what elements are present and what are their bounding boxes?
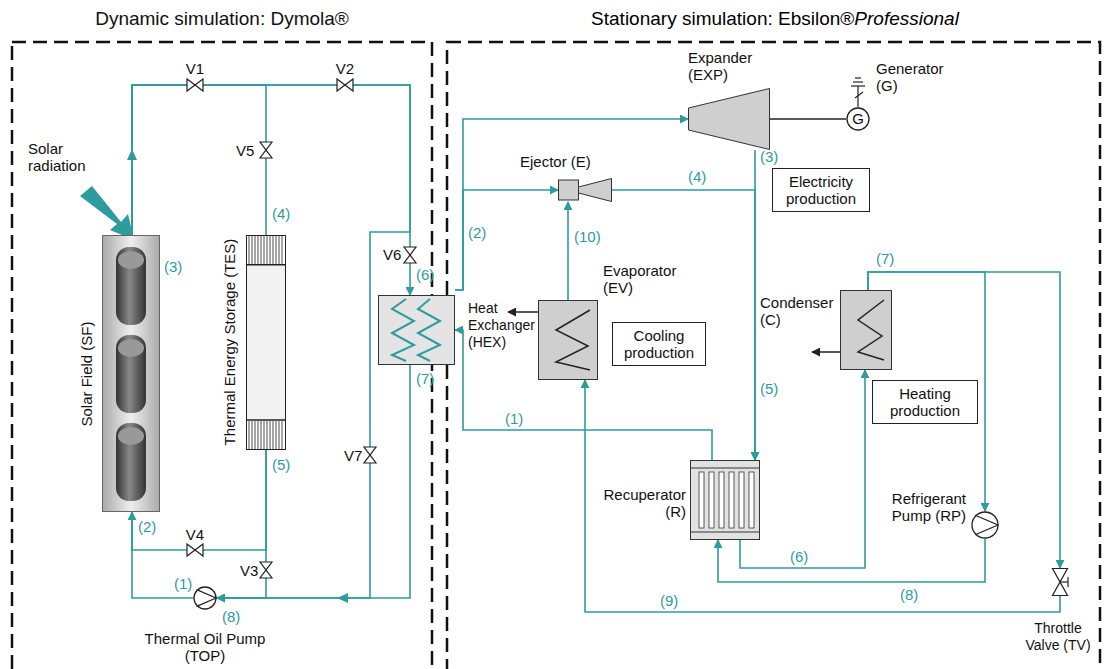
flow-line — [612, 190, 755, 460]
node-label: Expander (EXP) — [688, 49, 768, 83]
callout-number: (9) — [660, 592, 678, 609]
evaporator: Evaporator (EV) — [538, 300, 598, 380]
label-text: V1 — [186, 60, 204, 77]
node-label: Generator (G) — [876, 60, 966, 94]
throttle-valve-shape — [1052, 568, 1068, 596]
callout-number: (8) — [900, 586, 918, 603]
node-label: G — [846, 107, 870, 131]
ejector-shape — [558, 178, 612, 202]
flow-line — [132, 85, 410, 598]
callout-number: (8) — [222, 608, 240, 625]
label-text: V6 — [383, 246, 401, 263]
recuperator-shape — [690, 460, 760, 540]
dashed-region — [12, 42, 432, 669]
condenser-shape — [840, 290, 892, 370]
flow-line — [217, 450, 266, 598]
box-text: Electricity production — [773, 169, 869, 211]
callout-number: (7) — [876, 250, 894, 267]
pump-symbol: Refrigerant Pump (RP) — [971, 511, 999, 539]
flow-arrow — [337, 593, 348, 603]
callout-number: (1) — [174, 575, 192, 592]
callout-number: (3) — [164, 258, 182, 275]
pump-symbol: Thermal Oil Pump (TOP) — [193, 586, 217, 610]
generator: Generator (G)G — [846, 107, 870, 131]
label-text: V5 — [236, 142, 254, 159]
flow-line — [455, 190, 558, 290]
ejector: Ejector (E) — [558, 178, 612, 202]
grid-symbol — [851, 78, 865, 107]
storage-tank-shape — [246, 235, 286, 450]
callout-number: (10) — [574, 228, 601, 245]
callout-number: (5) — [272, 456, 290, 473]
process-box: Cooling production — [612, 322, 706, 366]
flow-line — [132, 512, 193, 598]
evaporator-shape — [538, 300, 598, 380]
flow-line — [132, 85, 410, 295]
solar-field: Solar Field (SF) — [102, 235, 160, 512]
node-label: Condenser (C) — [760, 294, 838, 328]
pump-symbol-shape — [193, 586, 217, 610]
panel-title: Stationary simulation: Ebsilon® — [591, 8, 854, 29]
callout-number: (4) — [272, 205, 290, 222]
node-label: Recuperator (R) — [596, 486, 686, 520]
flow-line — [567, 202, 569, 300]
callout-number: (3) — [760, 148, 778, 165]
node-label: Ejector (E) — [520, 153, 591, 170]
label-text: V7 — [344, 447, 362, 464]
callout-number: (6) — [416, 266, 434, 283]
callout-number: (7) — [416, 370, 434, 387]
flow-line — [718, 539, 985, 582]
solar-field-shape — [102, 235, 160, 512]
callout-number: (2) — [138, 518, 156, 535]
storage-tank: Thermal Energy Storage (TES) — [246, 235, 286, 450]
recuperator: Recuperator (R) — [690, 460, 760, 540]
node-label: Throttle Valve (TV) — [1016, 620, 1100, 654]
callout-number: (2) — [468, 224, 486, 241]
solar-arrow — [80, 186, 134, 240]
flow-line — [585, 380, 1060, 612]
node-label: Thermal Oil Pump (TOP) — [140, 630, 270, 664]
node-label: Solar Field (SF) — [78, 321, 95, 426]
panel-title: Stationary simulation: Ebsilon®Professio… — [591, 8, 959, 30]
expander-shape — [688, 88, 770, 150]
label-text: Dynamic simulation: Dymola® — [95, 8, 349, 30]
callout-number: (6) — [790, 548, 808, 565]
node-label: Evaporator (EV) — [603, 262, 689, 296]
label-text: V4 — [186, 526, 204, 543]
flow-line — [868, 272, 1060, 568]
node-label: Thermal Energy Storage (TES) — [221, 239, 238, 446]
node-label: Refrigerant Pump (RP) — [878, 490, 966, 524]
heat-exchanger-shape — [378, 295, 455, 365]
label-text: Solar radiation — [28, 140, 100, 174]
heat-exchanger: Heat Exchanger (HEX) — [378, 295, 455, 365]
label-text: V2 — [336, 60, 354, 77]
throttle-valve: Throttle Valve (TV) — [1052, 568, 1068, 596]
process-box: Heating production — [872, 380, 978, 424]
label-text: V3 — [240, 562, 258, 579]
pump-symbol-shape — [971, 511, 999, 539]
flow-line — [770, 118, 846, 120]
flow-line — [217, 365, 410, 598]
node-label: Heat Exchanger (HEX) — [468, 300, 540, 351]
box-text: Heating production — [873, 381, 977, 423]
flow-arrow — [127, 149, 137, 160]
process-box: Electricity production — [772, 168, 870, 212]
callout-number: (1) — [505, 410, 523, 427]
panel-title: Professional — [854, 8, 959, 29]
expander: Expander (EXP) — [688, 88, 770, 150]
callout-number: (5) — [760, 380, 778, 397]
dashed-region — [447, 42, 1100, 669]
callout-number: (4) — [688, 168, 706, 185]
condenser: Condenser (C) — [840, 290, 892, 370]
flow-line — [132, 85, 266, 235]
box-text: Cooling production — [613, 323, 705, 365]
